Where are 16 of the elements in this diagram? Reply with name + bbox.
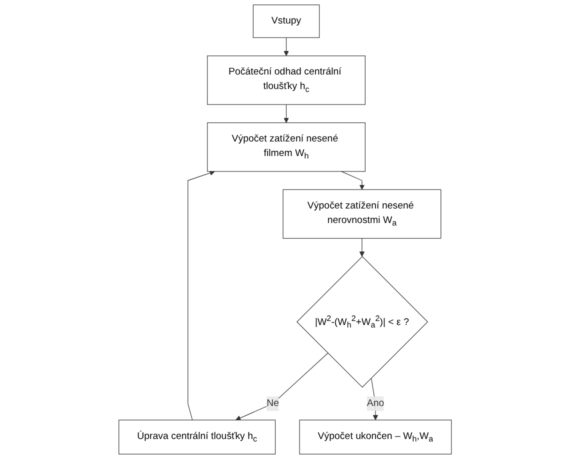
arrow <box>371 378 379 420</box>
node-box: Vstupy <box>253 4 320 38</box>
edge-label: Ne <box>266 398 280 408</box>
arrow <box>360 238 366 257</box>
node-diamond: |W$^{2}$-(W$_{h}$$^{2}$+W$_{a}$$^{2}$)| < ε ? <box>296 256 428 388</box>
arrow <box>284 37 290 56</box>
arrow <box>236 352 329 421</box>
node-box: Výpočet zatížení nesené filmem W$_{h}$ <box>207 122 366 172</box>
edge-label: Ano <box>367 398 384 408</box>
arrow <box>341 171 366 190</box>
arrow <box>284 104 290 123</box>
node-box: Počáteční odhad centrální tloušťky h$_{c}$ <box>207 56 366 105</box>
node-box: Výpočet ukončen – W$_{h}$,W$_{a}$ <box>300 420 452 454</box>
node-box: Úprava centrální tloušťky h$_{c}$ <box>118 420 276 454</box>
node-box: Výpočet zatížení nesené nerovnostmi W$_{a}$ <box>283 189 442 239</box>
arrow <box>188 170 216 420</box>
